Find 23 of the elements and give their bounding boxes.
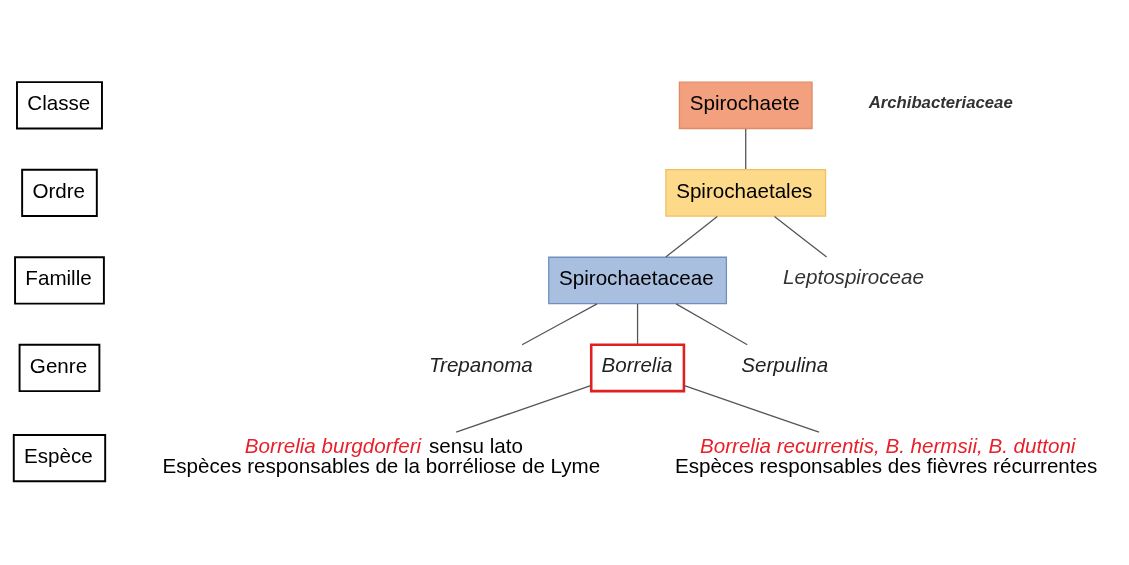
node-box: Genre <box>18 343 101 392</box>
node-text: Trepanoma <box>428 352 533 376</box>
connector <box>665 215 718 258</box>
connector <box>683 384 820 433</box>
connector <box>636 302 639 345</box>
node-box: Spirochaete <box>678 81 813 129</box>
node-box: Classe <box>16 80 103 129</box>
connector <box>773 215 828 258</box>
node-text: Borrelia burgdorferi sensu lato Espèces responsables de la borréliose de Lyme <box>162 433 601 477</box>
node-box: Spirochaetaceae <box>548 256 728 304</box>
node-text: Borrelia recurrentis, B. hermsii, B. duttoni Espèces responsables des fièvres récurrentes <box>674 433 1098 477</box>
node-box: Famille <box>14 255 105 305</box>
connector <box>745 127 747 170</box>
node-box: Borrelia <box>589 343 686 392</box>
connector <box>521 302 598 345</box>
node-box: Espèce <box>12 433 107 482</box>
connector <box>675 302 748 345</box>
node-box: Ordre <box>21 168 98 217</box>
node-text: Leptospiroceae <box>783 264 924 288</box>
label: Archibacteriaceae <box>868 92 1013 112</box>
node-box: Spirochaetales <box>665 168 827 217</box>
connector <box>455 384 592 433</box>
node-text: Serpulina <box>741 352 829 376</box>
